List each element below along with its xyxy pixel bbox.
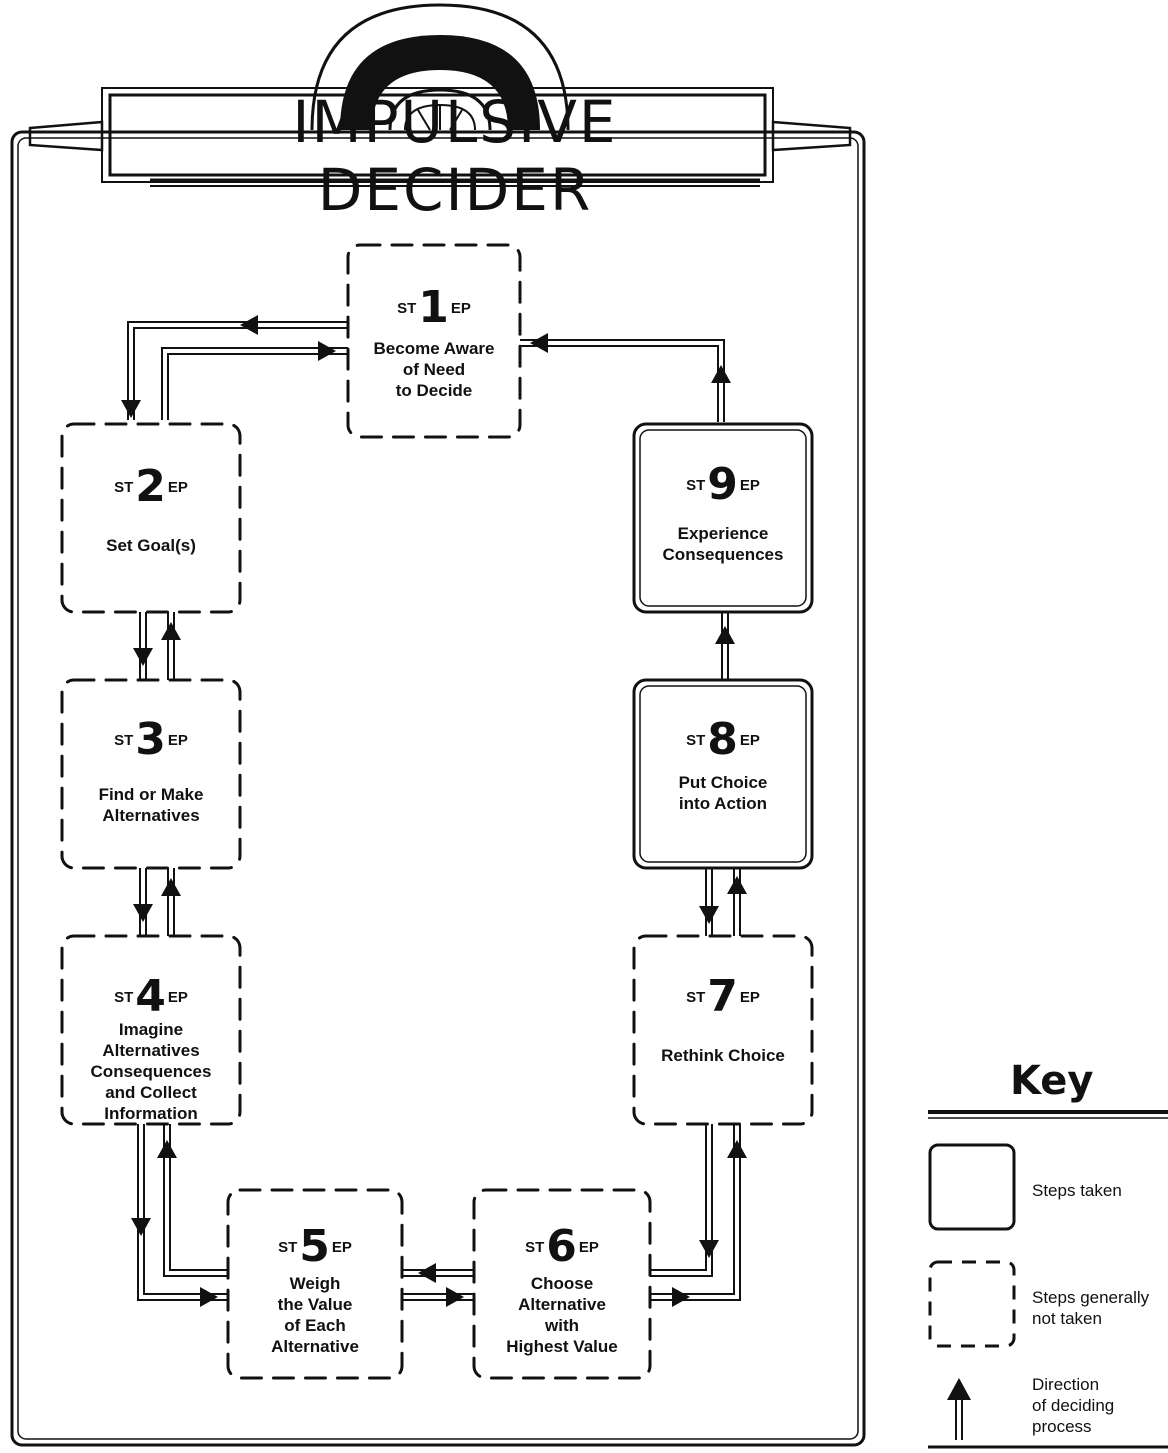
step-number: 2 bbox=[135, 465, 166, 509]
arrow-icon bbox=[715, 626, 735, 644]
step-number: 7 bbox=[707, 975, 738, 1019]
step-word-right: EP bbox=[740, 989, 760, 1006]
arrow-icon bbox=[157, 1140, 177, 1158]
key-title: Key bbox=[1010, 1058, 1094, 1104]
arrow-icon bbox=[318, 341, 336, 361]
arrow-icon bbox=[711, 365, 731, 383]
arrow-icon bbox=[161, 878, 181, 896]
step-word-right: EP bbox=[579, 1239, 599, 1256]
step-label: Set Goal(s) bbox=[62, 535, 240, 556]
step-word-left: ST bbox=[114, 479, 133, 496]
step-number: 9 bbox=[707, 463, 738, 507]
arrow-icon bbox=[131, 1218, 151, 1236]
step-label: Become Aware of Need to Decide bbox=[348, 338, 520, 401]
arrow-icon bbox=[133, 904, 153, 922]
arrow-icon bbox=[200, 1287, 218, 1307]
arrow-icon bbox=[418, 1263, 436, 1283]
arrow-icon bbox=[727, 876, 747, 894]
step-label: Weigh the Value of Each Alternative bbox=[228, 1273, 402, 1357]
step-word-right: EP bbox=[168, 732, 188, 749]
step-label: Imagine Alternatives Consequences and Co… bbox=[62, 1019, 240, 1124]
arrow-icon bbox=[161, 622, 181, 640]
step-label: Rethink Choice bbox=[634, 1045, 812, 1066]
key-dashed-box bbox=[930, 1262, 1014, 1346]
arrow-icon bbox=[133, 648, 153, 666]
step-word-left: ST bbox=[397, 300, 416, 317]
key-dashed-label: Steps generally not taken bbox=[1032, 1287, 1149, 1329]
step-word-left: ST bbox=[114, 989, 133, 1006]
step-word-left: ST bbox=[686, 477, 705, 494]
arrow-icon bbox=[530, 333, 548, 353]
arrow-icon bbox=[699, 1240, 719, 1258]
diagram-title: IMPULSIVE DECIDER bbox=[150, 88, 760, 224]
step-number: 8 bbox=[707, 718, 738, 762]
step-word-left: ST bbox=[525, 1239, 544, 1256]
step-word-right: EP bbox=[451, 300, 471, 317]
step-word-left: ST bbox=[114, 732, 133, 749]
key-arrow-icon bbox=[947, 1378, 971, 1440]
step-label: Put Choice into Action bbox=[634, 772, 812, 814]
arrow-icon bbox=[672, 1287, 690, 1307]
step-number: 1 bbox=[418, 286, 449, 330]
key-arrow-label: Direction of deciding process bbox=[1032, 1374, 1114, 1437]
arrow-icon bbox=[446, 1287, 464, 1307]
arrow-icon bbox=[240, 315, 258, 335]
step-word-left: ST bbox=[686, 732, 705, 749]
key-solid-box bbox=[930, 1145, 1014, 1229]
step-word-right: EP bbox=[740, 477, 760, 494]
step-word-right: EP bbox=[740, 732, 760, 749]
step-label: Choose Alternative with Highest Value bbox=[474, 1273, 650, 1357]
step-word-right: EP bbox=[168, 989, 188, 1006]
step-number: 5 bbox=[299, 1225, 330, 1269]
arrow-icon bbox=[121, 400, 141, 418]
step-word-right: EP bbox=[332, 1239, 352, 1256]
arrow-icon bbox=[727, 1140, 747, 1158]
step-label: Find or Make Alternatives bbox=[62, 784, 240, 826]
step-word-left: ST bbox=[686, 989, 705, 1006]
step-number: 3 bbox=[135, 718, 166, 762]
step-word-right: EP bbox=[168, 479, 188, 496]
step-number: 6 bbox=[546, 1225, 577, 1269]
step-number: 4 bbox=[135, 975, 166, 1019]
key-solid-label: Steps taken bbox=[1032, 1180, 1122, 1201]
step-label: Experience Consequences bbox=[634, 523, 812, 565]
step-word-left: ST bbox=[278, 1239, 297, 1256]
arrow-icon bbox=[699, 906, 719, 924]
